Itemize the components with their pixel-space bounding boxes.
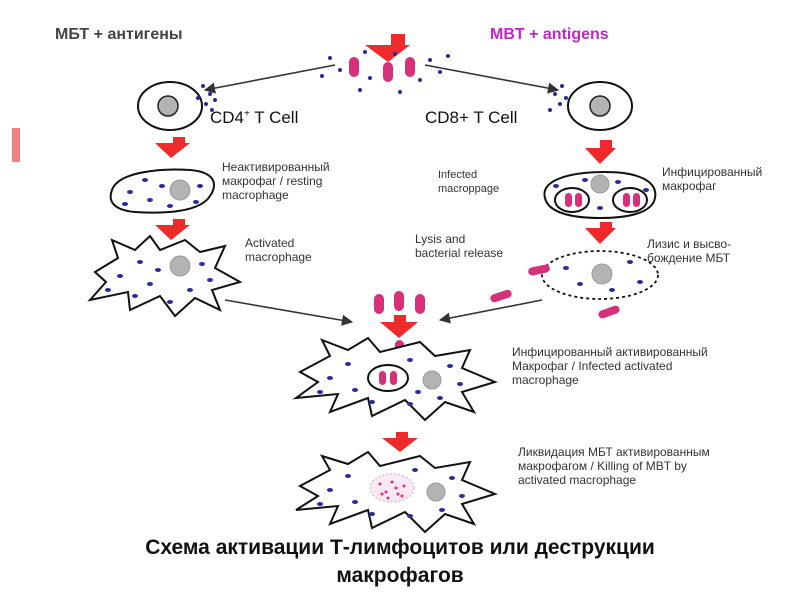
red-arrow-right-1 xyxy=(585,140,616,164)
label-lysis-ru: Лизис и высво- бождение МБТ xyxy=(647,237,732,265)
red-arrow-right-2 xyxy=(585,222,616,244)
caption-line-1: Схема активации Т-лимфоцитов или деструк… xyxy=(145,536,655,559)
arrow-to-cd8 xyxy=(424,64,560,94)
label-resting-macrophage: Неактивированный макрофаг / resting macr… xyxy=(222,160,330,202)
cd8-t-cell xyxy=(548,81,633,131)
red-arrow-left-2 xyxy=(155,219,190,240)
edge-marker xyxy=(12,128,20,162)
arrow-left-to-center xyxy=(224,299,354,326)
label-lysis-en: Lysis and bacterial release xyxy=(415,232,504,260)
red-arrow-left-1 xyxy=(155,137,190,158)
caption-line-2: макрофагов xyxy=(336,564,464,587)
top-red-arrow xyxy=(365,34,410,62)
activated-macrophage xyxy=(87,234,243,318)
arrow-right-to-center xyxy=(438,299,543,324)
label-killing: Ликвидация МБТ активированным макрофагом… xyxy=(518,445,710,487)
label-infected-ru: Инфицированный макрофаг xyxy=(662,165,763,193)
cd8-label: CD8+ T Cell xyxy=(425,108,518,127)
header-left: МБТ + антигены xyxy=(55,26,183,43)
caption: Схема активации Т-лимфоцитов или деструк… xyxy=(0,534,800,590)
label-activated-macrophage: Activated macrophage xyxy=(245,236,312,264)
red-arrow-center-2 xyxy=(382,432,418,452)
header-right: MBT + antigens xyxy=(490,26,609,43)
lysed-macrophage xyxy=(541,250,659,300)
label-infected-en: Infected macroppage xyxy=(438,169,500,195)
released-bacteria xyxy=(490,264,620,319)
mbt-cluster xyxy=(320,50,450,94)
cd4-label: CD4+ T Cell xyxy=(210,108,299,127)
arrow-to-cd4 xyxy=(203,64,336,94)
cd4-t-cell xyxy=(137,81,217,131)
red-arrow-center-1 xyxy=(380,315,418,338)
resting-macrophage xyxy=(109,168,215,214)
label-infected-activated: Инфицированный активированный Макрофаг /… xyxy=(512,345,708,387)
killing-macrophage xyxy=(295,450,498,534)
infected-macrophage xyxy=(543,170,657,220)
infected-activated-macrophage xyxy=(292,336,498,422)
